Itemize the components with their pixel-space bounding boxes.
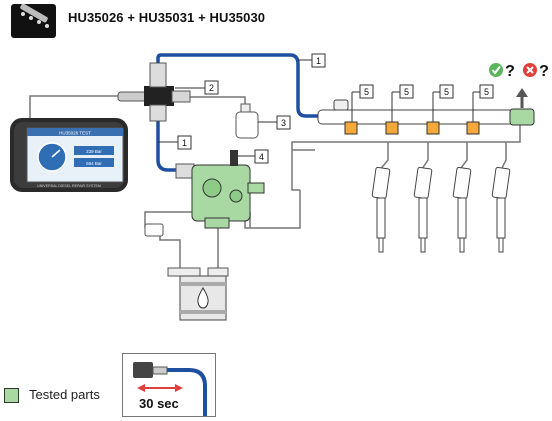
common-rail: [317, 88, 535, 135]
status-fail-question: ?: [539, 63, 549, 80]
tester-screen-title: HU35026 TEST: [59, 131, 91, 136]
timing-inset: 30 sec: [122, 353, 216, 417]
high-pressure-hose-rail: [156, 53, 320, 118]
callout-labels: 1 2 3 1 4 5 5 5 5: [177, 53, 494, 164]
injector-3: [452, 166, 472, 253]
callout-4: 4: [259, 152, 264, 162]
pressure-sensor-adapter: [117, 62, 191, 122]
rail-return-line: [291, 125, 521, 191]
tester-device: HU35026 TEST 239 Bar 564 Bar UNIVERSAL D…: [10, 118, 128, 192]
legend-label: Tested parts: [29, 387, 100, 402]
injector-2: [413, 166, 433, 253]
callout-5-d: 5: [484, 87, 489, 97]
page-title: HU35026 + HU35031 + HU35030: [68, 10, 266, 25]
callout-5-b: 5: [404, 87, 409, 97]
callout-1-top: 1: [316, 56, 321, 66]
left-arrow-icon: [137, 384, 145, 392]
fuel-tank: [167, 267, 229, 321]
callout-2: 2: [209, 83, 214, 93]
high-pressure-hose-pump: [156, 118, 180, 172]
legend-swatch-tested: [4, 388, 19, 403]
collector-bottle: [235, 103, 259, 139]
high-pressure-pump: [175, 150, 265, 229]
callout-5-a: 5: [364, 87, 369, 97]
callout-5-c: 5: [444, 87, 449, 97]
status-ok-question: ?: [505, 63, 515, 80]
tester-cable: [29, 95, 118, 118]
inset-time-label: 30 sec: [139, 396, 179, 411]
fuel-rail-icon: [11, 3, 56, 38]
ok-check-icon: [489, 63, 503, 77]
injector-1: [371, 166, 391, 253]
injectors: [371, 166, 511, 253]
injector-4: [491, 166, 511, 253]
callout-3: 3: [281, 118, 286, 128]
callout-1-bottom: 1: [182, 138, 187, 148]
tester-reading-1: 239 Bar: [86, 149, 102, 154]
right-arrow-icon: [175, 384, 183, 392]
status-indicators: ? ?: [489, 63, 549, 80]
return-connector: [144, 223, 164, 237]
tester-footer: UNIVERSAL DIESEL REPAIR SYSTEM: [37, 184, 101, 188]
tester-reading-2: 564 Bar: [86, 161, 102, 166]
return-line-to-bottle: [190, 96, 246, 110]
sensor-icon: [133, 362, 153, 378]
